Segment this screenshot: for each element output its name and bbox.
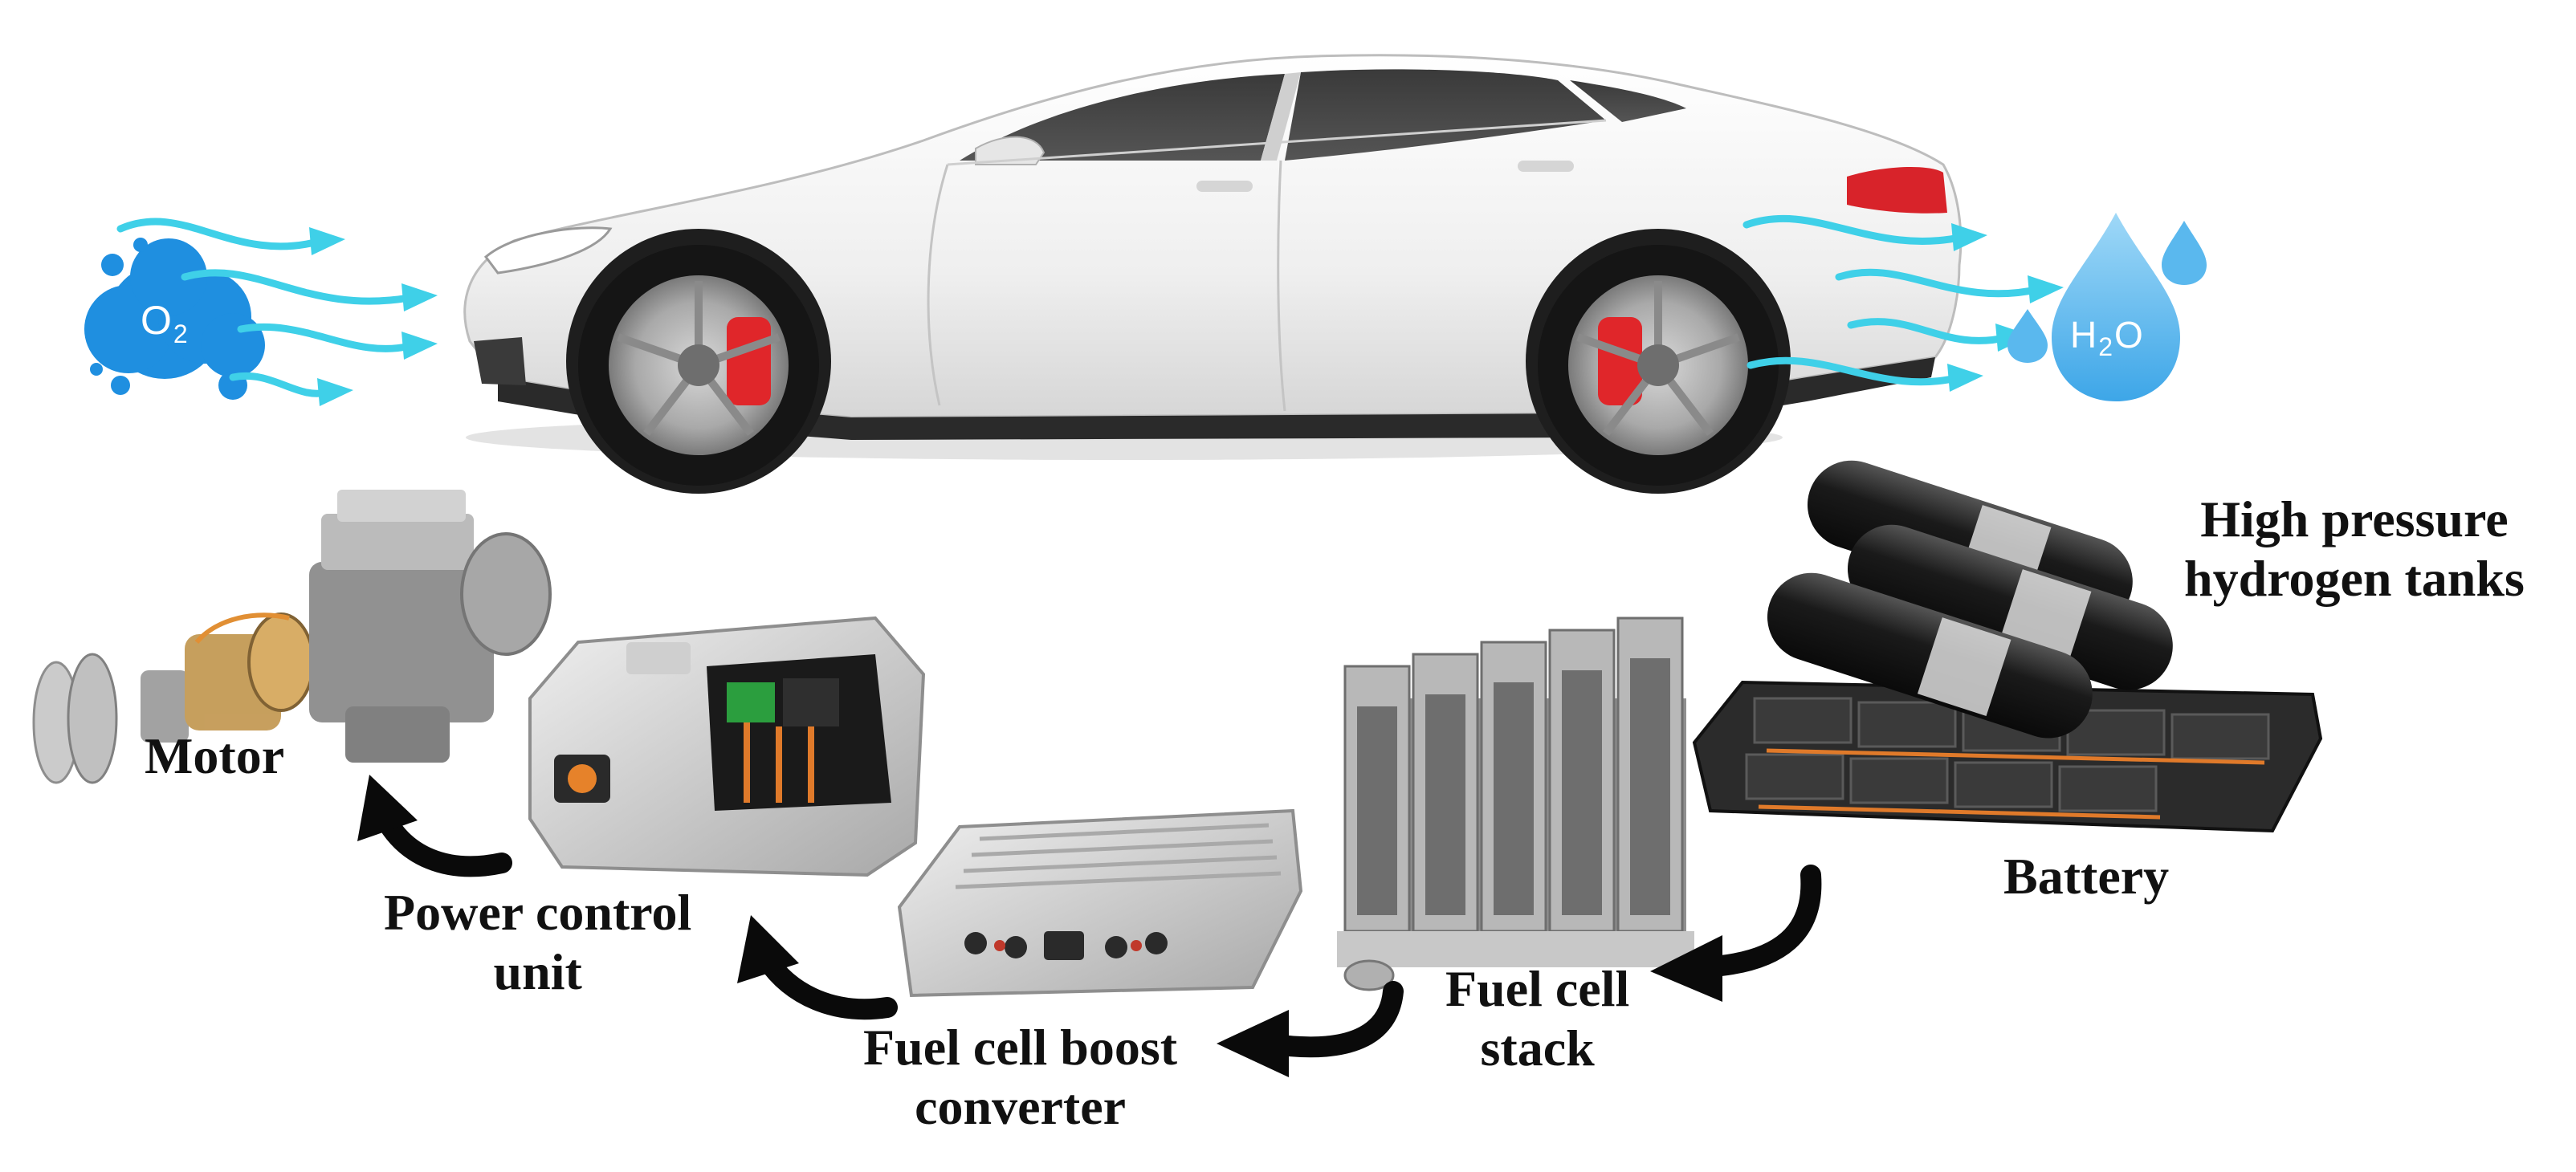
label-fuel-cell-boost-converter: Fuel cell boost converter <box>863 1019 1178 1135</box>
label-fuel-cell-stack: Fuel cell stack <box>1445 960 1630 1076</box>
oxygen-formula: O2 <box>141 298 190 348</box>
airflow-exhaust-icon <box>1742 214 2044 386</box>
label-power-control-unit: Power control unit <box>384 884 692 1000</box>
power-control-unit-illustration <box>528 616 926 877</box>
airflow-arrowheads <box>309 227 438 406</box>
water-drop-icon <box>2007 213 2207 401</box>
label-hydrogen-tanks: High pressure hydrogen tanks <box>2184 490 2525 607</box>
rear-wheel-icon <box>1538 245 1779 486</box>
arrow-stack-to-converter <box>1258 981 1404 1058</box>
arrow-battery-to-stack <box>1692 865 1822 978</box>
motor-illustration <box>32 490 552 784</box>
arrow-converter-to-pcu <box>756 949 898 1020</box>
flow-arrowheads <box>357 775 1722 1077</box>
boost-converter-illustration <box>897 808 1303 998</box>
oxygen-cloud-icon <box>84 238 265 400</box>
fuel-cell-stack-illustration <box>1337 617 1694 991</box>
label-motor: Motor <box>145 727 285 784</box>
hydrogen-tanks-illustration <box>1767 460 2173 739</box>
front-wheel-icon <box>578 245 819 486</box>
exhaust-arrowheads <box>1947 223 2064 392</box>
water-formula: H2O <box>2070 314 2145 362</box>
flow-arrows <box>375 808 1822 1058</box>
label-battery: Battery <box>2003 848 2170 905</box>
arrow-pcu-to-motor <box>375 808 512 877</box>
